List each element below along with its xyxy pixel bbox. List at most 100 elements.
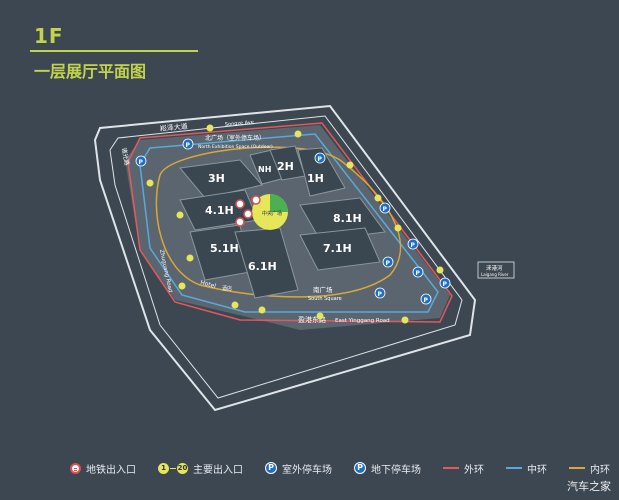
- metro-icon[interactable]: [243, 209, 253, 219]
- legend-outer-ring: 外环: [443, 461, 484, 476]
- metro-icon[interactable]: [235, 199, 245, 209]
- svg-text:P: P: [416, 270, 421, 277]
- legend-entrance: 1 20 主要出入口: [158, 461, 243, 476]
- watermark: 汽车之家: [567, 480, 611, 493]
- south-square-label-en: South Square: [308, 296, 342, 302]
- entrance-icon[interactable]: [401, 316, 409, 324]
- hall-6-1h-label: 6.1H: [248, 260, 277, 273]
- hall-3h-label: 3H: [208, 172, 225, 185]
- laigang-river-label-cn: 涞港河: [486, 264, 503, 272]
- hall-6-1h-shape[interactable]: [234, 227, 299, 299]
- legend-underground-parking-label: 地下停车场: [371, 464, 421, 476]
- hall-1h-shape[interactable]: [297, 147, 346, 197]
- hall-2h-label: 2H: [277, 160, 294, 173]
- legend-outdoor-parking-label: 室外停车场: [282, 464, 332, 476]
- hall-7-1h-label: 7.1H: [323, 242, 352, 255]
- entrance-icon[interactable]: [316, 312, 324, 320]
- legend-inner-ring: 内环: [569, 461, 610, 476]
- legend-metro-label: 地铁出入口: [86, 464, 136, 476]
- entrance-icon[interactable]: [374, 194, 382, 202]
- entrance-icon[interactable]: [436, 266, 444, 274]
- metro-icon: [70, 462, 81, 474]
- hotel-label: Hotel: [199, 279, 216, 290]
- entrance-icon[interactable]: [178, 282, 186, 290]
- entrance-icon[interactable]: [206, 124, 214, 132]
- svg-text:P: P: [378, 291, 383, 298]
- entrance-icon[interactable]: [186, 254, 194, 262]
- songze-road-label-cn: 崧泽大道: [159, 122, 188, 133]
- svg-text:P: P: [424, 297, 429, 304]
- outer-ring-swatch: [443, 467, 459, 469]
- hall-5-1h-label: 5.1H: [210, 242, 239, 255]
- inner-ring-swatch: [569, 467, 585, 469]
- hotel-label-cn: 酒店: [222, 285, 232, 292]
- floor-title: 1F: [34, 24, 64, 48]
- parking-markers: P P P P P P P P P P: [135, 138, 451, 305]
- entrance-icon[interactable]: [258, 306, 266, 314]
- legend-outer-ring-label: 外环: [464, 464, 484, 476]
- metro-icon[interactable]: [251, 195, 261, 205]
- outer-ring-road: [127, 122, 453, 323]
- parking-icon[interactable]: P: [314, 152, 326, 164]
- middle-ring-swatch: [506, 467, 522, 469]
- parking-icon[interactable]: P: [182, 138, 194, 150]
- entrance-markers: [146, 124, 444, 324]
- floor-subtitle: 一层展厅平面图: [34, 62, 147, 81]
- entrance-icon[interactable]: [146, 179, 154, 187]
- yinggang-road-label-en: East Yinggang Road: [335, 318, 390, 324]
- entrance-to: 20: [177, 462, 188, 474]
- svg-text:P: P: [318, 156, 323, 163]
- parking-icon[interactable]: P: [382, 256, 394, 268]
- laigang-river-box: [477, 261, 515, 279]
- entrance-icon[interactable]: [176, 211, 184, 219]
- legend-metro: 地铁出入口: [70, 461, 136, 476]
- legend-middle-ring: 中环: [506, 461, 547, 476]
- entrance-from: 1: [158, 462, 169, 474]
- entrance-icon[interactable]: [394, 224, 402, 232]
- exhibition-halls: [179, 145, 386, 299]
- legend-underground-parking: P 地下停车场: [354, 461, 421, 476]
- metro-icon[interactable]: [235, 217, 245, 227]
- legend-outdoor-parking: P 室外停车场: [265, 461, 332, 476]
- parking-icon[interactable]: P: [135, 155, 147, 167]
- svg-text:P: P: [139, 159, 144, 166]
- parking-icon[interactable]: P: [374, 287, 386, 299]
- svg-text:P: P: [186, 142, 191, 149]
- central-plaza-label: 中央广场: [262, 210, 282, 217]
- parking-icon[interactable]: P: [439, 277, 451, 289]
- hall-8-1h-label: 8.1H: [333, 212, 362, 225]
- site-inner-boundary: [109, 115, 463, 399]
- north-parking-label-en: North Exhibition Space (Outdoor): [198, 144, 273, 150]
- site-boundary: [93, 104, 477, 412]
- entrance-icon[interactable]: [231, 301, 239, 309]
- parking-icon[interactable]: P: [412, 266, 424, 278]
- entrance-icon: 1 20: [158, 462, 188, 474]
- svg-text:P: P: [383, 206, 388, 213]
- south-square-label-cn: 南广场: [313, 285, 333, 294]
- parking-icon[interactable]: P: [407, 238, 419, 250]
- metro-markers: [235, 195, 261, 227]
- hall-3h-shape[interactable]: [179, 159, 263, 199]
- yinggang-road-label-cn: 盈港东路: [298, 315, 326, 324]
- north-parking-label-cn: 北广场（室外停车场）: [205, 134, 265, 142]
- zhuguang-road-label-cn: 诸光路: [120, 147, 131, 166]
- hall-1h-label: 1H: [307, 172, 324, 185]
- laigang-river-label-en: Laigang River: [481, 272, 509, 277]
- legend-entrance-label: 主要出入口: [193, 464, 243, 476]
- central-plaza-green: [270, 194, 288, 212]
- inner-ring-road: [155, 146, 402, 298]
- svg-text:P: P: [411, 242, 416, 249]
- entrance-icon[interactable]: [346, 161, 354, 169]
- svg-text:P: P: [443, 281, 448, 288]
- underground-parking-icon: P: [354, 462, 366, 474]
- parking-icon[interactable]: P: [379, 202, 391, 214]
- hall-7-1h-shape[interactable]: [299, 227, 381, 271]
- legend-middle-ring-label: 中环: [527, 464, 547, 476]
- songze-road-label-en: Songze Ave: [225, 119, 254, 128]
- hall-nh-label: NH: [258, 165, 271, 174]
- middle-ring-road: [139, 133, 439, 313]
- parking-icon[interactable]: P: [420, 293, 432, 305]
- legend-inner-ring-label: 内环: [590, 464, 610, 476]
- entrance-icon[interactable]: [294, 130, 302, 138]
